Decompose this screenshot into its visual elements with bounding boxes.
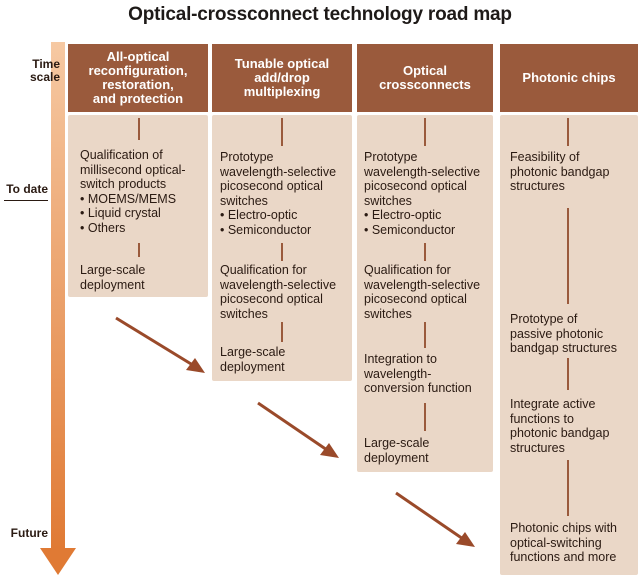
- connector: [424, 322, 426, 348]
- milestone-2-1: Prototype wavelength-selective picosecon…: [220, 150, 337, 237]
- time-scale-label: Time scale: [29, 57, 60, 84]
- connector: [281, 322, 283, 342]
- to-date-line: [4, 200, 48, 201]
- milestone-4-1: Feasibility of photonic bandgap structur…: [510, 150, 610, 193]
- diagram-title: Optical-crossconnect technology road map: [128, 4, 512, 25]
- column-header-2: Tunable optical add/drop multiplexing: [212, 44, 352, 112]
- milestone-1-2: Large-scale deployment: [80, 263, 146, 292]
- milestone-3-3: Integration to wavelength- conversion fu…: [364, 352, 472, 395]
- to-date-label: To date: [6, 182, 48, 196]
- connector: [567, 118, 569, 146]
- milestone-3-1: Prototype wavelength-selective picosecon…: [364, 150, 481, 237]
- connector: [424, 403, 426, 431]
- column-header-1: All-optical reconfiguration, restoration…: [68, 44, 208, 112]
- milestone-4-2: Prototype of passive photonic bandgap st…: [510, 312, 618, 355]
- connector: [567, 460, 569, 516]
- milestone-1-1: Qualification of millisecond optical- sw…: [80, 148, 186, 235]
- milestone-4-3: Integrate active functions to photonic b…: [510, 397, 610, 455]
- column-panel-4: [500, 115, 638, 575]
- connector: [567, 208, 569, 304]
- milestone-2-2: Qualification for wavelength-selective p…: [220, 263, 337, 321]
- connector: [281, 243, 283, 261]
- connector: [138, 118, 140, 140]
- connector: [567, 358, 569, 390]
- milestone-3-2: Qualification for wavelength-selective p…: [364, 263, 481, 321]
- future-label: Future: [10, 526, 48, 540]
- connector: [138, 243, 140, 257]
- column-header-4: Photonic chips: [500, 44, 638, 112]
- connector: [424, 118, 426, 146]
- milestone-2-3: Large-scale deployment: [220, 345, 286, 374]
- milestone-3-4: Large-scale deployment: [364, 436, 430, 465]
- column-panel-1: [68, 115, 208, 297]
- column-header-3: Optical crossconnects: [357, 44, 493, 112]
- connector: [424, 243, 426, 261]
- connector: [281, 118, 283, 146]
- milestone-4-4: Photonic chips with optical-switching fu…: [510, 521, 618, 564]
